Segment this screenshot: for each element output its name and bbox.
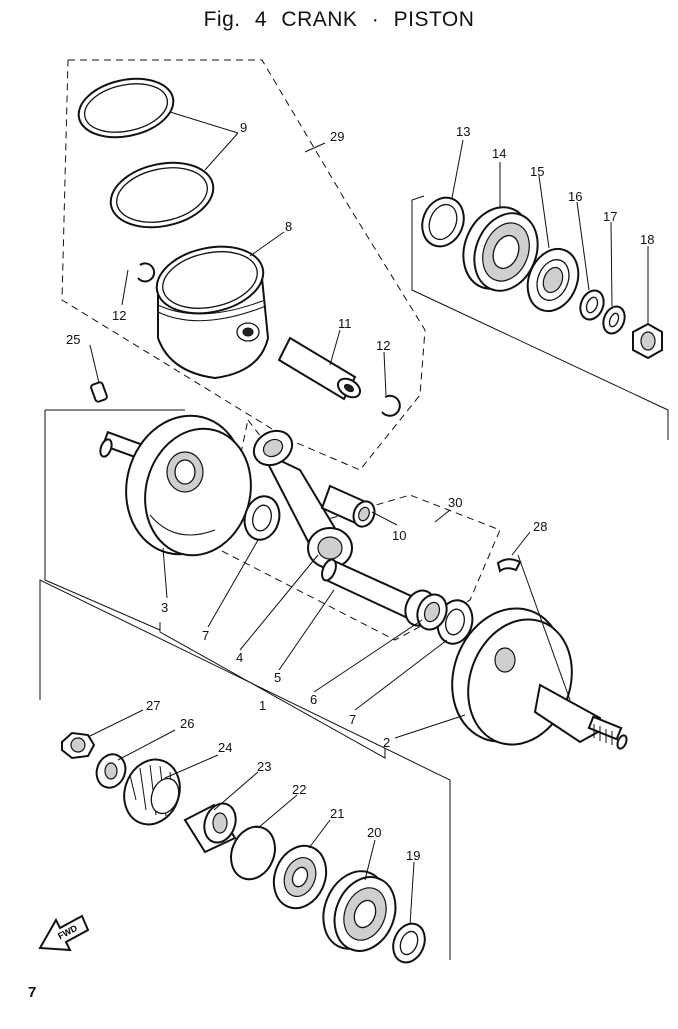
crank-assembly-bracket [159,622,386,759]
callout-12-right: 12 [376,338,390,353]
callout-7-left: 7 [202,628,209,643]
page-number: 7 [28,984,37,1001]
callout-15: 15 [530,164,544,179]
callout-8: 8 [285,219,292,234]
leader-lines [87,111,649,926]
piston-clip-right [381,394,401,417]
callout-6: 6 [310,692,317,707]
oil-seal-21 [272,844,328,910]
nut-18 [632,322,663,360]
spacer-collar-23 [183,802,237,854]
thrust-washer-left [243,495,281,541]
callout-10: 10 [392,528,406,543]
forward-direction-arrow: FWD [38,914,90,952]
crankshaft-left-half [99,414,252,557]
callout-22: 22 [292,782,306,797]
callout-13: 13 [456,124,470,139]
callout-9: 9 [240,120,247,135]
callout-2: 2 [383,735,390,750]
nut-27 [61,731,96,760]
callout-4: 4 [236,650,243,665]
callout-19: 19 [406,848,420,863]
callout-12-left: 12 [112,308,126,323]
piston-group-boundary-29 [61,59,426,471]
callout-26: 26 [180,716,194,731]
crankshaft-right-half [451,607,628,750]
callout-7-right: 7 [349,712,356,727]
callout-17: 17 [603,209,617,224]
connecting-rod [252,429,353,569]
piston-pin [277,336,362,401]
callout-20: 20 [367,825,381,840]
crank-pin [321,558,422,622]
conrod-group-boundary-30 [219,419,501,641]
washer-19 [392,922,426,964]
piston-ring-top [77,77,175,139]
washer-16 [579,289,605,321]
crankshaft-group-boundary [44,410,161,631]
bearing-20 [322,870,397,952]
woodruff-key-28 [496,558,522,573]
callout-25: 25 [66,332,80,347]
primary-drive-gear-24 [123,758,181,826]
o-ring-22 [230,825,276,881]
callout-30: 30 [448,495,462,510]
bearing-group-boundary [411,200,669,440]
washer-13 [421,196,465,248]
callout-1: 1 [259,698,266,713]
woodruff-key-25 [90,381,108,403]
callout-24: 24 [218,740,232,755]
callout-5: 5 [274,670,281,685]
piston-clip-left [137,262,156,283]
piston-ring-second [109,161,215,229]
callout-29: 29 [330,129,344,144]
callout-21: 21 [330,806,344,821]
callout-23: 23 [257,759,271,774]
figure-title: Fig. 4 CRANK · PISTON [203,8,475,31]
callout-14: 14 [492,146,506,161]
callout-16: 16 [568,189,582,204]
callout-27: 27 [146,698,160,713]
washer-26 [95,753,127,789]
callout-18: 18 [640,232,654,247]
needle-bearing-big-end [404,589,448,631]
callout-11: 11 [338,316,352,331]
needle-bearing-small-end [320,484,376,528]
oil-seal-15 [526,247,580,313]
callout-3: 3 [161,600,168,615]
washer-17 [602,305,626,335]
callout-28: 28 [533,519,547,534]
piston [155,245,270,380]
